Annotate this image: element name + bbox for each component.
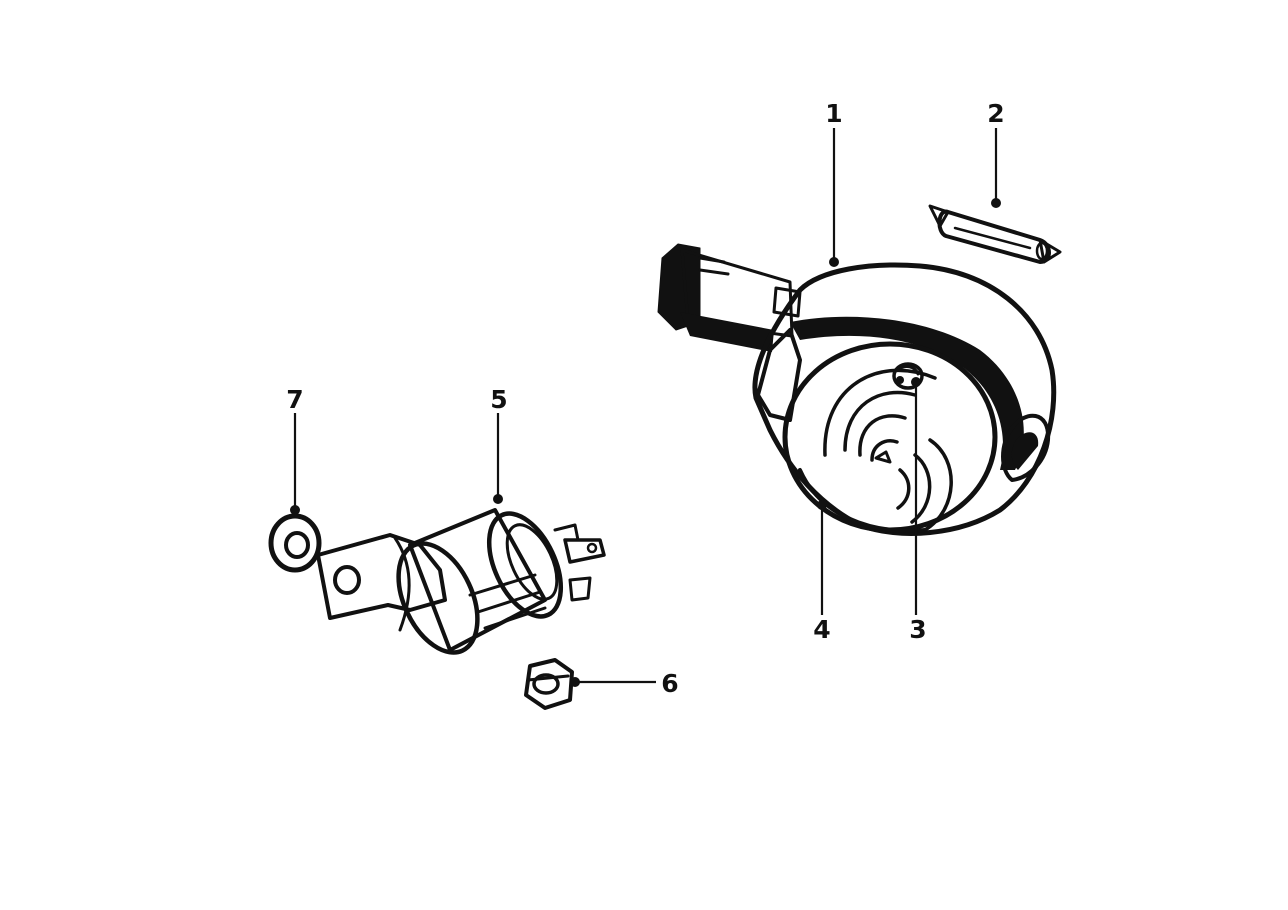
lens	[782, 341, 998, 533]
callout-number-5: 5	[490, 385, 507, 414]
callout-numbers: 1 2 3 4 5 6 7	[286, 99, 1004, 698]
callout-number-6: 6	[661, 669, 678, 698]
callout-number-7: 7	[286, 385, 303, 414]
callout-number-1: 1	[825, 99, 842, 128]
callout-leaders	[290, 128, 1001, 687]
callout-number-4: 4	[813, 615, 830, 644]
connector-plug	[657, 243, 802, 352]
housing-shell	[752, 262, 1057, 536]
callout-number-2: 2	[987, 99, 1004, 128]
housing-rim-shadow	[790, 316, 1024, 470]
washer-illustration	[268, 513, 322, 573]
hex-nut-illustration	[524, 658, 574, 710]
callout-number-3: 3	[909, 615, 926, 644]
turn-signal-light-illustration	[657, 243, 1057, 536]
lens-screw-illustration	[892, 362, 924, 390]
flasher-relay-illustration	[316, 508, 606, 655]
bulb-illustration	[928, 204, 1062, 264]
